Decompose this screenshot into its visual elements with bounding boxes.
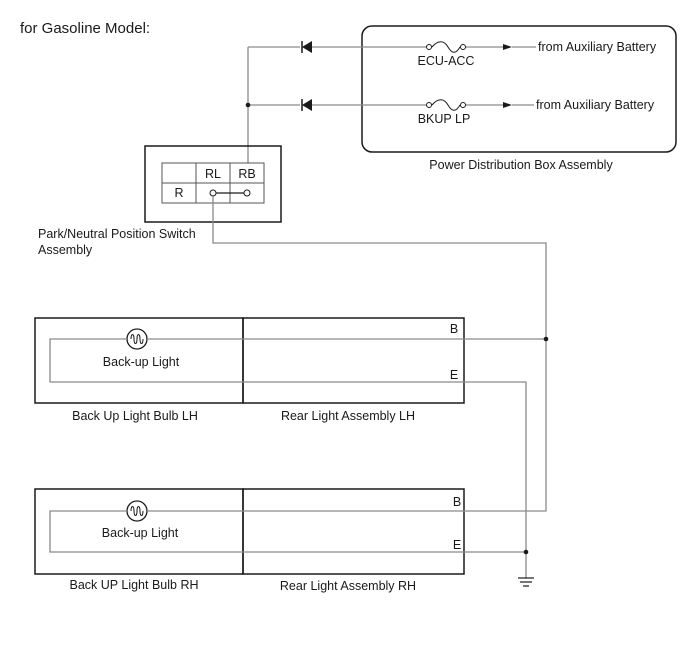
assembly-lh-box [242,317,465,404]
assembly-lh-label: Rear Light Assembly LH [281,409,415,423]
fuse-icon [431,99,461,111]
bulb-rh-label: Back UP Light Bulb RH [70,578,199,592]
fuse-bkup-lp: BKUP LP from Auxiliary Battery [248,98,655,126]
pin-e-rh: E [453,538,461,552]
fuse-name: ECU-ACC [418,54,475,68]
bulb-lh-text: Back-up Light [103,355,180,369]
fuse-source: from Auxiliary Battery [536,98,655,112]
ground-icon [518,577,534,587]
switch-label-line2: Assembly [38,243,93,257]
arrow-icon [503,44,512,50]
diode-icon [302,41,312,53]
rear-light-lh: Back-up Light B E Back Up Light Bulb LH … [34,317,465,423]
diode-icon [302,99,312,111]
pin-b-lh: B [450,322,458,336]
power-distribution-box: Power Distribution Box Assembly ECU-ACC … [245,25,677,172]
diagram-title: for Gasoline Model: [20,20,150,37]
assembly-rh-label: Rear Light Assembly RH [280,579,416,593]
fuse-source: from Auxiliary Battery [538,40,657,54]
bulb-lh-label: Back Up Light Bulb LH [72,409,198,423]
junction-dot [543,336,549,342]
fuse-icon [431,41,461,53]
power-box-label: Power Distribution Box Assembly [429,158,613,172]
fuse-ecu-acc: ECU-ACC from Auxiliary Battery [248,40,657,68]
switch-label-line1: Park/Neutral Position Switch [38,227,196,241]
fuse-name: BKUP LP [418,112,471,126]
switch-row-r: R [174,186,183,200]
switch-col-rb: RB [238,167,255,181]
park-neutral-switch: RL RB R Park/Neutral Position Switch Ass… [38,145,282,257]
assembly-rh-box [242,488,465,575]
pin-e-lh: E [450,368,458,382]
pin-b-rh: B [453,495,461,509]
rear-light-rh: Back-up Light B E Back UP Light Bulb RH … [34,488,465,593]
bulb-rh-text: Back-up Light [102,526,179,540]
switch-col-rl: RL [205,167,221,181]
arrow-icon [503,102,512,108]
junction-dot [523,549,529,555]
power-box-outline [361,25,677,153]
junction-dot [245,102,251,108]
